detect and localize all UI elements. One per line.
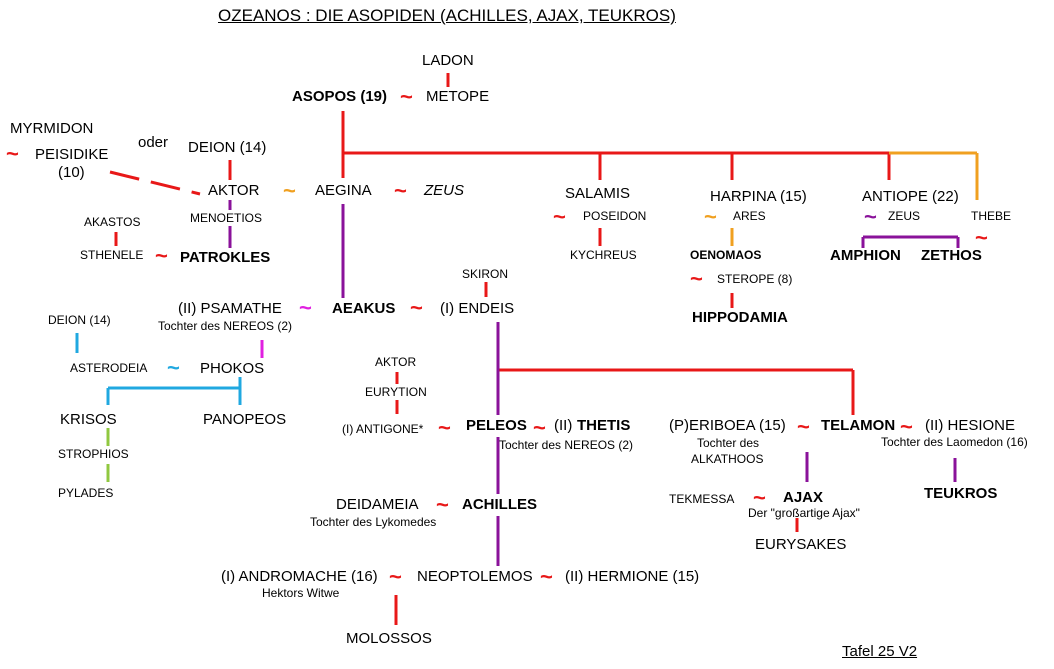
- name-aeakus: AEAKUS: [332, 300, 396, 317]
- marriage-symbol: ~: [753, 485, 766, 510]
- name-harpina: HARPINA (15): [710, 188, 807, 205]
- name-zeus-italic: ZEUS: [424, 182, 465, 199]
- name-kychreus: KYCHREUS: [570, 248, 637, 262]
- name-telamon: TELAMON: [821, 417, 896, 434]
- name-sterope: STEROPE (8): [717, 272, 793, 286]
- name-pylades: PYLADES: [58, 486, 114, 500]
- name-ladon: LADON: [422, 52, 474, 69]
- name-neoptolemos: NEOPTOLEMOS: [417, 568, 533, 585]
- marriage-symbol: ~: [394, 178, 407, 203]
- marriage-symbol: ~: [797, 414, 810, 439]
- name-peleos: PELEOS: [466, 417, 527, 434]
- name-deidameia: DEIDAMEIA: [336, 496, 419, 513]
- name-peisidike: PEISIDIKE: [35, 146, 109, 163]
- name-ares: ARES: [733, 209, 766, 223]
- label-oder: oder: [138, 134, 169, 151]
- marriage-symbol: ~: [975, 225, 988, 250]
- note-eriboea-line2: ALKATHOOS: [691, 452, 764, 466]
- marriage-symbol: ~: [900, 414, 913, 439]
- name-aktor: AKTOR: [208, 182, 260, 199]
- marriage-symbol: ~: [438, 415, 451, 440]
- name-hippodamia: HIPPODAMIA: [692, 309, 788, 326]
- name-hermione: (II) HERMIONE (15): [565, 568, 700, 585]
- name-peisidike-number: (10): [58, 164, 85, 181]
- name-sthenele: STHENELE: [80, 248, 144, 262]
- name-psamathe: (II) PSAMATHE: [178, 300, 282, 317]
- marriage-symbol: ~: [553, 204, 566, 229]
- label-thetis-prefix: (II): [554, 417, 573, 434]
- name-eriboea: (P)ERIBOEA (15): [669, 417, 786, 434]
- name-amphion: AMPHION: [830, 247, 901, 264]
- name-andromache: (I) ANDROMACHE (16): [221, 568, 378, 585]
- name-salamis: SALAMIS: [565, 185, 631, 202]
- name-akastos: AKASTOS: [84, 215, 141, 229]
- name-teukros: TEUKROS: [924, 485, 998, 502]
- marriage-symbol: ~: [299, 295, 312, 320]
- name-thetis: THETIS: [577, 417, 631, 434]
- marriage-symbol: ~: [389, 564, 402, 589]
- name-asterodeia: ASTERODEIA: [70, 361, 148, 375]
- marriage-symbol: ~: [540, 564, 553, 589]
- name-panopeos: PANOPEOS: [203, 411, 287, 428]
- name-thebe: THEBE: [971, 209, 1012, 223]
- line-peisidike-aktor: [109, 170, 201, 196]
- name-patrokles: PATROKLES: [180, 249, 271, 266]
- plate-label: Tafel 25 V2: [842, 643, 918, 660]
- name-zeus: ZEUS: [888, 209, 921, 223]
- marriage-symbol: ~: [704, 204, 717, 229]
- note-eriboea-line1: Tochter des: [697, 436, 760, 450]
- marriage-symbol: ~: [155, 243, 168, 268]
- name-menoetios: MENOETIOS: [190, 211, 263, 225]
- name-deion-small: DEION (14): [48, 313, 111, 327]
- name-molossos: MOLOSSOS: [346, 630, 432, 647]
- note-andromache: Hektors Witwe: [262, 586, 340, 600]
- note-hesione: Tochter des Laomedon (16): [881, 435, 1028, 449]
- name-aegina: AEGINA: [315, 182, 372, 199]
- name-asopos: ASOPOS (19): [292, 88, 388, 105]
- note-psamathe: Tochter des NEREOS (2): [158, 319, 293, 333]
- note-ajax: Der "großartige Ajax": [748, 506, 860, 520]
- note-deidameia: Tochter des Lykomedes: [310, 515, 437, 529]
- name-poseidon: POSEIDON: [583, 209, 647, 223]
- marriage-symbol: ~: [436, 492, 449, 517]
- marriage-symbol: ~: [283, 178, 296, 203]
- marriage-symbol: ~: [533, 415, 546, 440]
- name-hesione: (II) HESIONE: [925, 417, 1016, 434]
- marriage-symbol: ~: [6, 141, 19, 166]
- name-tekmessa: TEKMESSA: [669, 492, 735, 506]
- marriage-symbol: ~: [167, 355, 180, 380]
- name-myrmidon: MYRMIDON: [10, 120, 94, 137]
- name-endeis: (I) ENDEIS: [440, 300, 515, 317]
- name-zethos: ZETHOS: [921, 247, 982, 264]
- name-skiron: SKIRON: [462, 267, 509, 281]
- name-oenomaos: OENOMAOS: [690, 248, 762, 262]
- marriage-symbol: ~: [864, 204, 877, 229]
- name-antiope: ANTIOPE (22): [862, 188, 959, 205]
- name-deion: DEION (14): [188, 139, 267, 156]
- marriage-symbol: ~: [410, 295, 423, 320]
- name-aktor-2: AKTOR: [375, 355, 417, 369]
- name-eurytion: EURYTION: [365, 385, 427, 399]
- page-title: OZEANOS : DIE ASOPIDEN (ACHILLES, AJAX, …: [218, 6, 676, 25]
- name-phokos: PHOKOS: [200, 360, 265, 377]
- name-metope: METOPE: [426, 88, 490, 105]
- name-strophios: STROPHIOS: [58, 447, 129, 461]
- note-thetis: Tochter des NEREOS (2): [499, 438, 634, 452]
- name-eurysakes: EURYSAKES: [755, 536, 847, 553]
- name-antigone: (I) ANTIGONE*: [342, 422, 424, 436]
- marriage-symbol: ~: [400, 84, 413, 109]
- name-achilles: ACHILLES: [462, 496, 537, 513]
- name-krisos: KRISOS: [60, 411, 117, 428]
- marriage-symbol: ~: [690, 266, 703, 291]
- name-ajax: AJAX: [783, 489, 824, 506]
